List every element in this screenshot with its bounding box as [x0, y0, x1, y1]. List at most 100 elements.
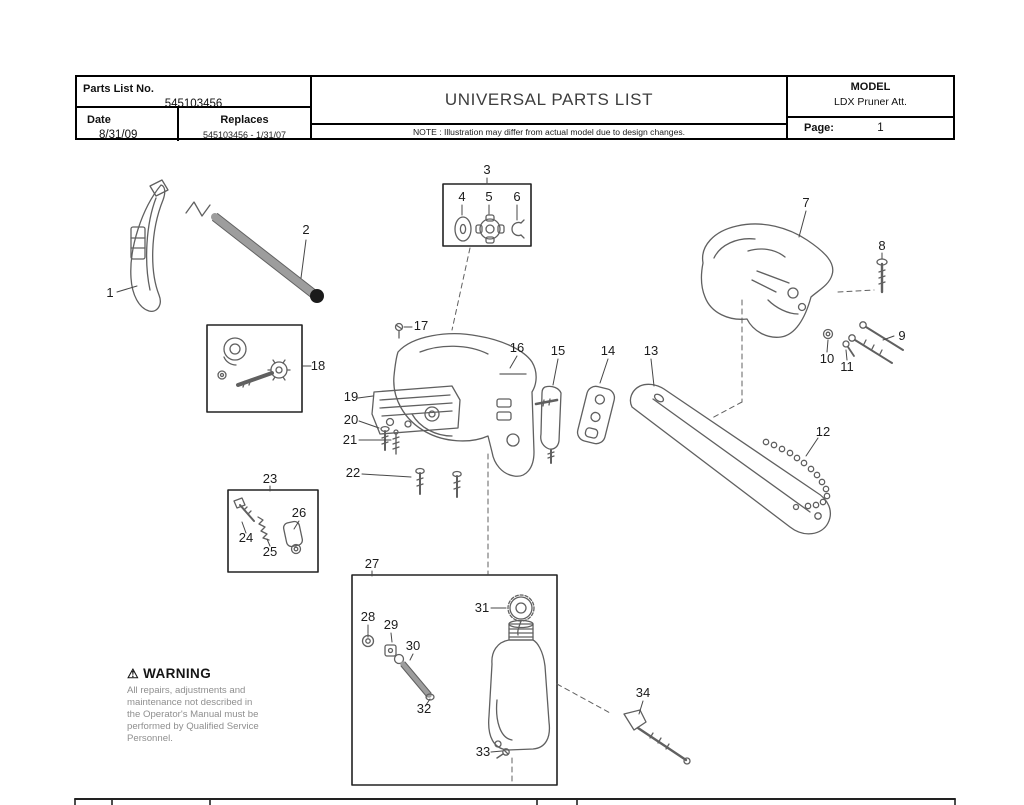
screws-9 [848, 321, 904, 364]
callout-22: 22 [346, 465, 360, 480]
page-number-value: 1 [877, 122, 884, 134]
page-title: UNIVERSAL PARTS LIST [312, 77, 786, 125]
main-housing [393, 333, 559, 477]
warning-line: the Operator's Manual must be [127, 709, 259, 720]
callout-21: 21 [343, 432, 357, 447]
oiler-bolt-24 [233, 497, 255, 522]
model-value: LDX Pruner Att. [834, 96, 907, 108]
warning-line: performed by Qualified Service [127, 721, 259, 732]
drive-shaft-tube [185, 201, 324, 303]
warning-title: WARNING [143, 666, 212, 681]
warning-triangle-icon: ⚠ [127, 666, 140, 681]
header-left-column: Parts List No. 545103456 Date 8/31/09 Re… [77, 77, 312, 141]
parts-list-no-value: 545103456 [164, 98, 223, 110]
oil-pump-assembly [371, 385, 461, 435]
warning-text: All repairs, adjustments and maintenance… [127, 685, 307, 745]
header-middle-column: UNIVERSAL PARTS LIST NOTE : Illustration… [312, 77, 788, 138]
note-text: NOTE : Illustration may differ from actu… [412, 126, 686, 137]
callout-30: 30 [406, 638, 420, 653]
callout-6: 6 [513, 189, 520, 204]
date-value: 8/31/09 [99, 129, 138, 141]
callout-3: 3 [483, 162, 490, 177]
callout-18: 18 [311, 358, 325, 373]
callout-33: 33 [476, 744, 490, 759]
retainer-clip [511, 219, 525, 239]
warning-block: ⚠ WARNING All repairs, adjustments and m… [127, 666, 307, 745]
bushing-29 [384, 644, 397, 657]
tank-screw-33 [496, 748, 510, 759]
washer-10 [822, 328, 834, 340]
warning-title-row: ⚠ WARNING [127, 666, 307, 681]
warning-line: Personnel. [127, 733, 173, 744]
callout-29: 29 [384, 617, 398, 632]
bearing-cup [223, 337, 247, 366]
date-cell: Date 8/31/09 [77, 108, 179, 141]
callout-4: 4 [458, 189, 465, 204]
adapter-plate [576, 385, 616, 445]
callout-23: 23 [263, 471, 277, 486]
screws-22 [415, 467, 462, 498]
screw-17 [394, 322, 404, 339]
dashed-connectors [451, 247, 875, 784]
callout-8: 8 [878, 238, 885, 253]
shoulder-strap [130, 179, 169, 312]
gear-housing [700, 223, 834, 338]
callout-9: 9 [898, 328, 905, 343]
spring-pin-21 [392, 429, 400, 455]
callout-34: 34 [636, 685, 650, 700]
callout-17: 17 [414, 318, 428, 333]
footer-table-edge [74, 798, 956, 805]
bar-bolt-34 [623, 709, 691, 765]
callout-31: 31 [475, 600, 489, 615]
header-right-column: MODEL LDX Pruner Att. Page: 1 [788, 77, 953, 138]
leader-lines [116, 177, 895, 753]
replaces-cell: Replaces 545103456 - 1/31/07 [179, 108, 310, 141]
guide-bar [629, 383, 831, 535]
callout-7: 7 [802, 195, 809, 210]
page-number-cell: Page: 1 [788, 118, 953, 138]
callout-20: 20 [344, 412, 358, 427]
gear-shaft-detail-box [206, 324, 303, 413]
replaces-label: Replaces [220, 114, 269, 126]
grommet-28 [361, 633, 375, 648]
callout-28: 28 [361, 609, 375, 624]
callout-24: 24 [239, 530, 253, 545]
callout-labels: 1 2 3 4 5 6 7 8 9 10 11 12 13 14 15 16 1… [106, 162, 905, 759]
warning-line: maintenance not described in [127, 697, 253, 708]
oiler-tube-30 [393, 653, 435, 701]
pin-11 [842, 340, 855, 357]
warning-line: All repairs, adjustments and [127, 685, 246, 696]
callout-26: 26 [292, 505, 306, 520]
gear-shaft [217, 359, 291, 388]
replaces-value: 545103456 - 1/31/07 [202, 130, 287, 140]
oil-tank-detail-box [351, 574, 558, 786]
header-table: Parts List No. 545103456 Date 8/31/09 Re… [75, 75, 955, 141]
callout-15: 15 [551, 343, 565, 358]
callout-1: 1 [106, 285, 113, 300]
coupler-body [475, 214, 505, 244]
callout-5: 5 [485, 189, 492, 204]
saw-chain [762, 438, 831, 510]
coupler-washer [454, 216, 472, 242]
screw-8 [876, 258, 888, 294]
oiler-body-26 [282, 520, 304, 555]
parts-list-no-label: Parts List No. [83, 83, 154, 95]
callout-11: 11 [840, 359, 854, 374]
model-cell: MODEL LDX Pruner Att. [788, 77, 953, 118]
oiler-detail-box [227, 489, 319, 573]
parts-list-no-cell: Parts List No. 545103456 [77, 77, 310, 110]
callout-27: 27 [365, 556, 379, 571]
callout-12: 12 [816, 424, 830, 439]
page-label: Page: [804, 122, 834, 134]
callout-10: 10 [820, 351, 834, 366]
callout-19: 19 [344, 389, 358, 404]
callout-25: 25 [263, 544, 277, 559]
side-plate [540, 385, 562, 464]
oiler-spring-25 [257, 516, 270, 541]
date-label: Date [87, 114, 111, 126]
callout-32: 32 [417, 701, 431, 716]
callout-13: 13 [644, 343, 658, 358]
model-label: MODEL [850, 81, 891, 93]
callout-14: 14 [601, 343, 615, 358]
